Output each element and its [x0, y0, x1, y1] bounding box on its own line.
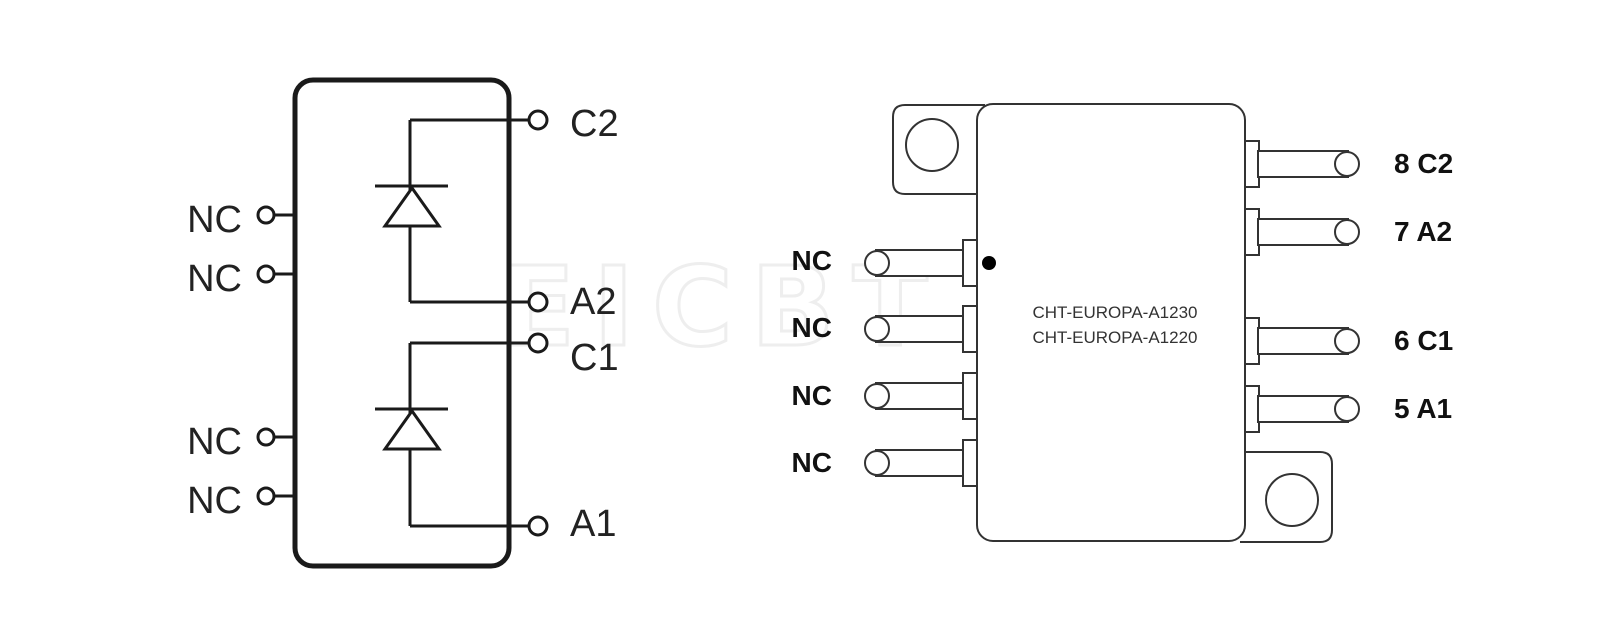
label-a1: A1: [570, 503, 616, 545]
terminal-nc-2: [256, 264, 276, 284]
pkg-label-7-a2: 7 A2: [1394, 216, 1452, 247]
terminal-nc-3: [256, 427, 276, 447]
pkg-label-nc-2: NC: [792, 312, 832, 343]
label-nc-1: NC: [187, 199, 242, 241]
terminal-nc-4: [256, 486, 276, 506]
terminal-a1: [527, 515, 549, 537]
pkg-label-6-c1: 6 C1: [1394, 325, 1453, 356]
package-outline: [864, 103, 1360, 543]
part-number-a1230: CHT-EUROPA-A1230: [1032, 303, 1197, 322]
schematic: [256, 77, 549, 569]
pkg-label-nc-4: NC: [792, 447, 832, 478]
label-nc-3: NC: [187, 421, 242, 463]
schematic-body: [292, 77, 512, 569]
pin1-marker: [982, 256, 996, 270]
terminal-a2: [527, 291, 549, 313]
part-number-a1220: CHT-EUROPA-A1220: [1032, 328, 1197, 347]
label-a2: A2: [570, 281, 616, 323]
label-c2: C2: [570, 103, 619, 145]
terminal-nc-1: [256, 205, 276, 225]
label-nc-2: NC: [187, 258, 242, 300]
mounting-hole-bottom: [1265, 473, 1319, 527]
watermark-text: EICBT: [500, 243, 946, 371]
mounting-hole-top: [905, 118, 959, 172]
diode-upper: [375, 118, 529, 304]
pkg-label-5-a1: 5 A1: [1394, 393, 1452, 424]
pkg-label-nc-1: NC: [792, 245, 832, 276]
label-nc-4: NC: [187, 480, 242, 522]
package-body: [976, 103, 1246, 542]
pkg-label-8-c2: 8 C2: [1394, 148, 1453, 179]
terminal-c2: [527, 109, 549, 131]
right-pins: [1244, 140, 1360, 433]
pkg-label-nc-3: NC: [792, 380, 832, 411]
label-c1: C1: [570, 337, 619, 379]
left-pins: [864, 239, 978, 487]
terminal-c1: [527, 332, 549, 354]
diode-lower: [375, 341, 529, 528]
